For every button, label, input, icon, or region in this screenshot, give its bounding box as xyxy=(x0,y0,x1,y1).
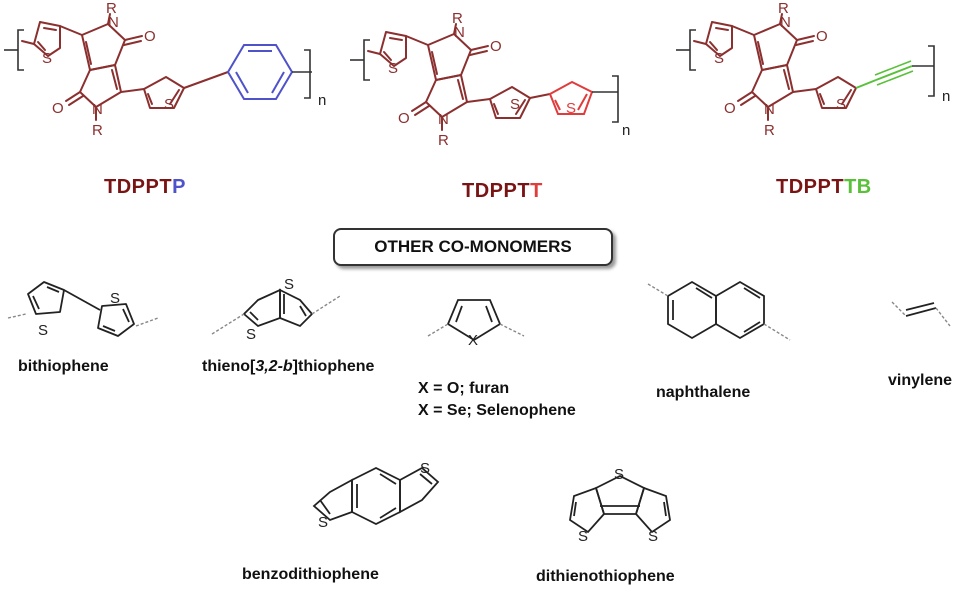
polymer-label-tdppttb: TDPPTTB xyxy=(776,176,872,199)
polymer-label-tdpptt: TDPPTT xyxy=(462,180,543,203)
atom-s: S xyxy=(246,326,257,343)
atom-n-bottom: N xyxy=(438,111,449,128)
furan-selenophene-structure xyxy=(427,299,525,342)
dithienothiophene-structure xyxy=(569,474,671,534)
polymer-prefix: TDPPT xyxy=(462,180,531,202)
atom-s: S xyxy=(614,466,625,483)
atom-s: S xyxy=(318,514,329,531)
label-naphthalene: naphthalene xyxy=(656,384,751,401)
polymer-prefix: TDPPT xyxy=(776,176,845,198)
benzodithiophene-structure xyxy=(312,466,440,526)
atom-s: S xyxy=(578,528,589,545)
atom-s-right: S xyxy=(164,96,175,113)
label-selenophene: X = Se; Selenophene xyxy=(418,402,576,419)
atom-s-left: S xyxy=(388,60,399,77)
atom-o-top: O xyxy=(144,28,156,45)
atom-s: S xyxy=(420,460,431,477)
atom-o-bottom: O xyxy=(724,100,736,117)
label-thienothiophene-post: ]thiophene xyxy=(292,358,375,375)
label-thienothiophene-italic: 3,2-b xyxy=(255,358,293,375)
tdpptp-structure xyxy=(4,13,312,121)
tdppttb-structure xyxy=(676,13,935,121)
naphthalene-structure xyxy=(647,280,791,341)
polymer-label-tdpptp: TDPPTP xyxy=(104,176,186,199)
atom-o-bottom: O xyxy=(52,100,64,117)
atom-x: X xyxy=(468,332,479,349)
label-thienothiophene: thieno[3,2-b]thiophene xyxy=(202,358,374,376)
atom-r-bottom: R xyxy=(764,122,775,139)
atom-n-bottom: N xyxy=(92,101,103,118)
label-thienothiophene-pre: thieno[ xyxy=(202,358,256,375)
atom-s-right: S xyxy=(836,96,847,113)
repeat-n: n xyxy=(622,122,631,139)
polymer-suffix: T xyxy=(530,180,543,202)
vinylene-structure xyxy=(891,301,951,327)
atom-s: S xyxy=(110,290,121,307)
label-benzodithiophene: benzodithiophene xyxy=(242,566,379,583)
label-furan: X = O; furan xyxy=(418,380,510,397)
atom-o-top: O xyxy=(816,28,828,45)
atom-n-top: N xyxy=(454,24,465,41)
other-comonomers-header: OTHER CO-MONOMERS xyxy=(333,228,613,266)
polymer-suffix: P xyxy=(172,176,186,198)
atom-r-bottom: R xyxy=(438,132,449,149)
bithiophene-structure xyxy=(7,281,159,337)
atom-s-terminal: S xyxy=(566,100,577,117)
atom-o-top: O xyxy=(490,38,502,55)
label-bithiophene: bithiophene xyxy=(18,358,109,375)
atom-s: S xyxy=(284,276,295,293)
repeat-n: n xyxy=(318,92,327,109)
atom-r-top: R xyxy=(452,10,463,27)
atom-r-top: R xyxy=(106,0,117,17)
atom-r-bottom: R xyxy=(92,122,103,139)
atom-s-left: S xyxy=(42,50,53,67)
atom-s-left: S xyxy=(714,50,725,67)
label-vinylene: vinylene xyxy=(888,372,953,389)
atom-r-top: R xyxy=(778,0,789,17)
atom-n-top: N xyxy=(108,14,119,31)
atom-s: S xyxy=(648,528,659,545)
atom-n-top: N xyxy=(780,14,791,31)
atom-s: S xyxy=(38,322,49,339)
polymer-prefix: TDPPT xyxy=(104,176,173,198)
atom-n-bottom: N xyxy=(764,101,775,118)
atom-o-bottom: O xyxy=(398,110,410,127)
polymer-suffix: TB xyxy=(844,176,872,198)
tdpptt-structure xyxy=(350,23,619,131)
atom-s-right: S xyxy=(510,96,521,113)
thienothiophene-structure xyxy=(211,288,341,335)
label-dithienothiophene: dithienothiophene xyxy=(536,568,675,585)
repeat-n: n xyxy=(942,88,951,105)
